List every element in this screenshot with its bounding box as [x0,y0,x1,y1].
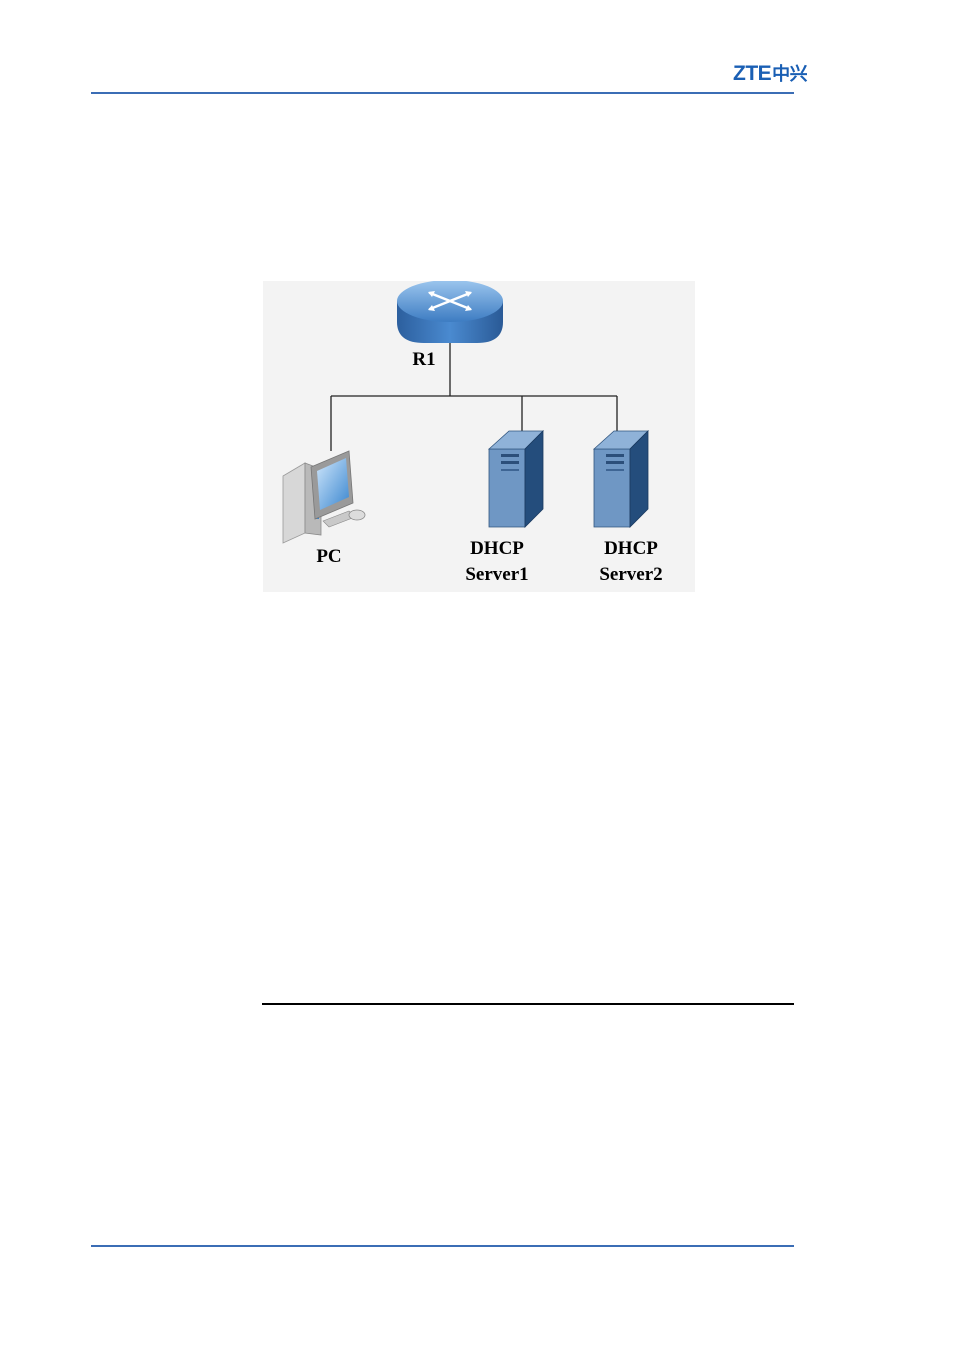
zte-logo: ZTE中兴 [733,62,807,86]
server2-label-line1: DHCP [593,536,669,562]
logo-latin: ZTE [733,62,771,85]
server-icon [594,431,648,527]
header-rule [91,92,794,94]
server1-label-line1: DHCP [459,536,535,562]
network-topology-diagram: R1 PC DHCP Server1 DHCP Server2 [263,281,695,592]
router-icon [397,281,503,343]
desktop-computer-icon [283,451,365,543]
router-label: R1 [407,347,441,373]
pc-label: PC [309,544,349,570]
footnote-rule [262,1003,794,1005]
footer-rule [91,1245,794,1247]
logo-chinese: 中兴 [772,64,807,84]
links [331,343,617,451]
server-icon [489,431,543,527]
server1-label-line2: Server1 [459,562,535,588]
server2-label-line2: Server2 [593,562,669,588]
